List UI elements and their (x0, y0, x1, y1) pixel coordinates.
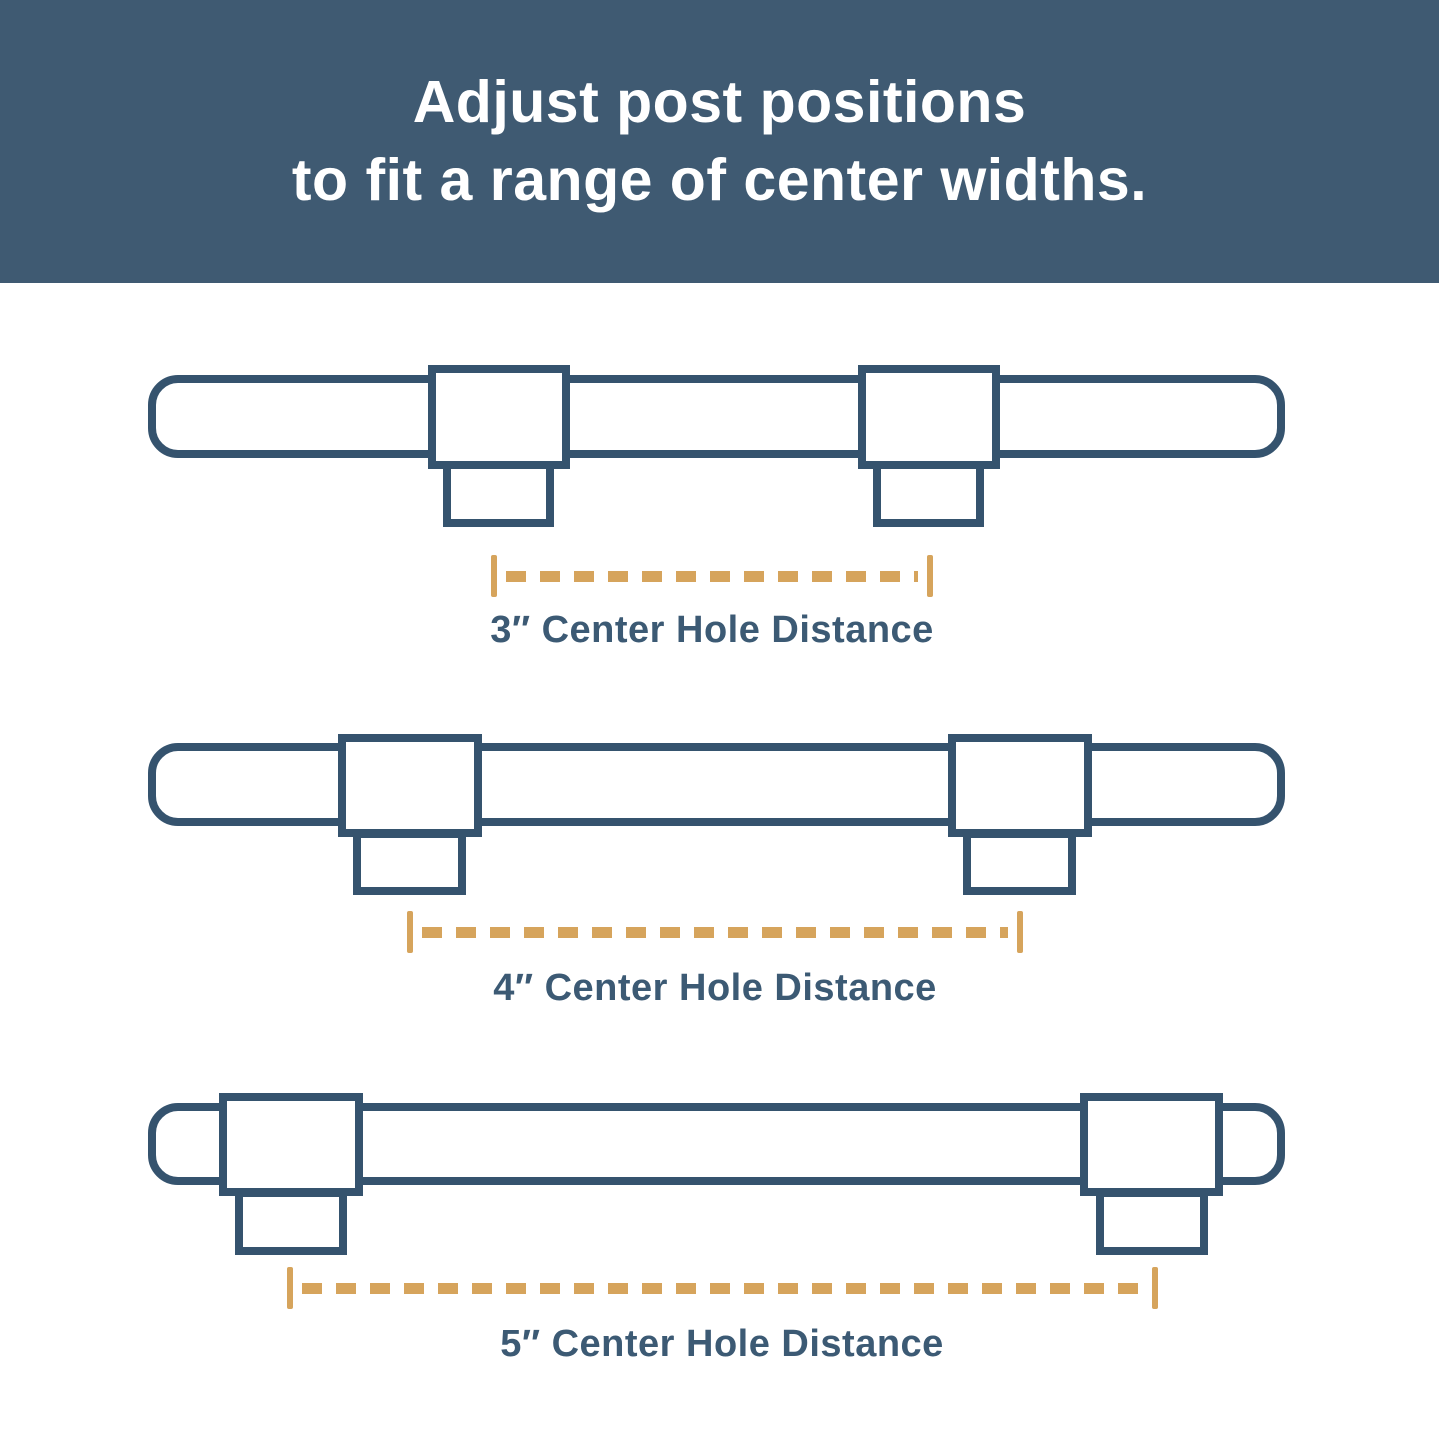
right-post-5in (1080, 1093, 1223, 1196)
measure-right-tick-5in (1152, 1267, 1158, 1309)
header-band: Adjust post positions to fit a range of … (0, 0, 1439, 283)
measure-right-tick-4in (1017, 911, 1023, 953)
left-post-4in (338, 734, 482, 837)
measure-label-4in: 4″ Center Hole Distance (493, 967, 937, 1009)
right-post-stem-4in (963, 830, 1076, 895)
measure-left-tick-5in (287, 1267, 293, 1309)
header-title-line-1: Adjust post positions (412, 68, 1027, 135)
measure-dashed-line-4in (422, 927, 1008, 938)
measure-label-3in: 3″ Center Hole Distance (490, 609, 934, 651)
right-post-4in (948, 734, 1092, 837)
left-post-stem-3in (443, 461, 554, 527)
right-post-stem-3in (873, 461, 984, 527)
pull-bar-3in (148, 375, 1285, 458)
pull-bar-4in (148, 743, 1285, 826)
measure-left-tick-3in (491, 555, 497, 597)
measure-right-tick-3in (927, 555, 933, 597)
left-post-stem-5in (235, 1189, 347, 1255)
measure-dashed-line-3in (506, 571, 918, 582)
right-post-3in (858, 365, 1000, 469)
left-post-5in (219, 1093, 363, 1196)
left-post-stem-4in (353, 830, 466, 895)
measure-label-5in: 5″ Center Hole Distance (500, 1323, 944, 1365)
left-post-3in (428, 365, 570, 469)
measure-left-tick-4in (407, 911, 413, 953)
measure-dashed-line-5in (302, 1283, 1143, 1294)
header-title-line-2: to fit a range of center widths. (291, 146, 1148, 213)
right-post-stem-5in (1096, 1189, 1208, 1255)
